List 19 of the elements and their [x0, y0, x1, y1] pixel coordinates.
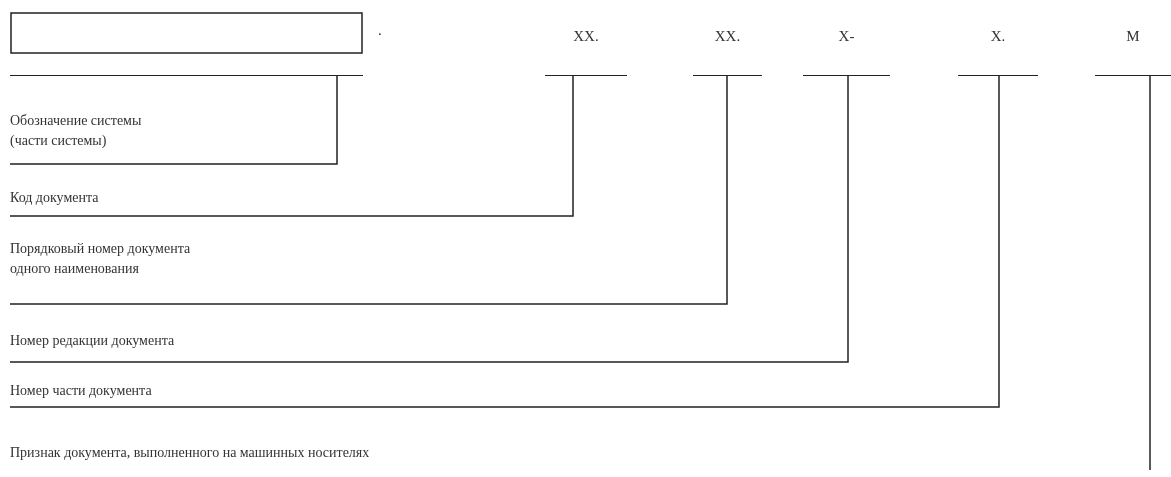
field-description: Номер части документа: [10, 381, 250, 407]
field-description: Признак документа, выполненного на машинных носителях: [10, 443, 1150, 470]
field-description: Код документа: [10, 188, 180, 216]
code-field: M: [1095, 28, 1171, 76]
code-field: X.: [958, 28, 1038, 76]
empty-field-box-field: [10, 12, 363, 76]
code-field: XX.: [693, 28, 762, 76]
field-description: Обозначение системы (части системы): [10, 111, 160, 164]
leader-line: [9, 75, 728, 305]
separator-dot: .: [378, 22, 382, 39]
leader-line: [9, 75, 574, 217]
field-description: Номер редакции документа: [10, 331, 260, 362]
leader-line: [9, 75, 1000, 408]
leader-line: [9, 75, 338, 165]
code-field: X-: [803, 28, 890, 76]
field-description: Порядковый номер документа одного наименования: [10, 239, 215, 304]
leader-line: [9, 75, 849, 363]
leader-line: [1149, 75, 1151, 471]
code-field: XX.: [545, 28, 627, 76]
